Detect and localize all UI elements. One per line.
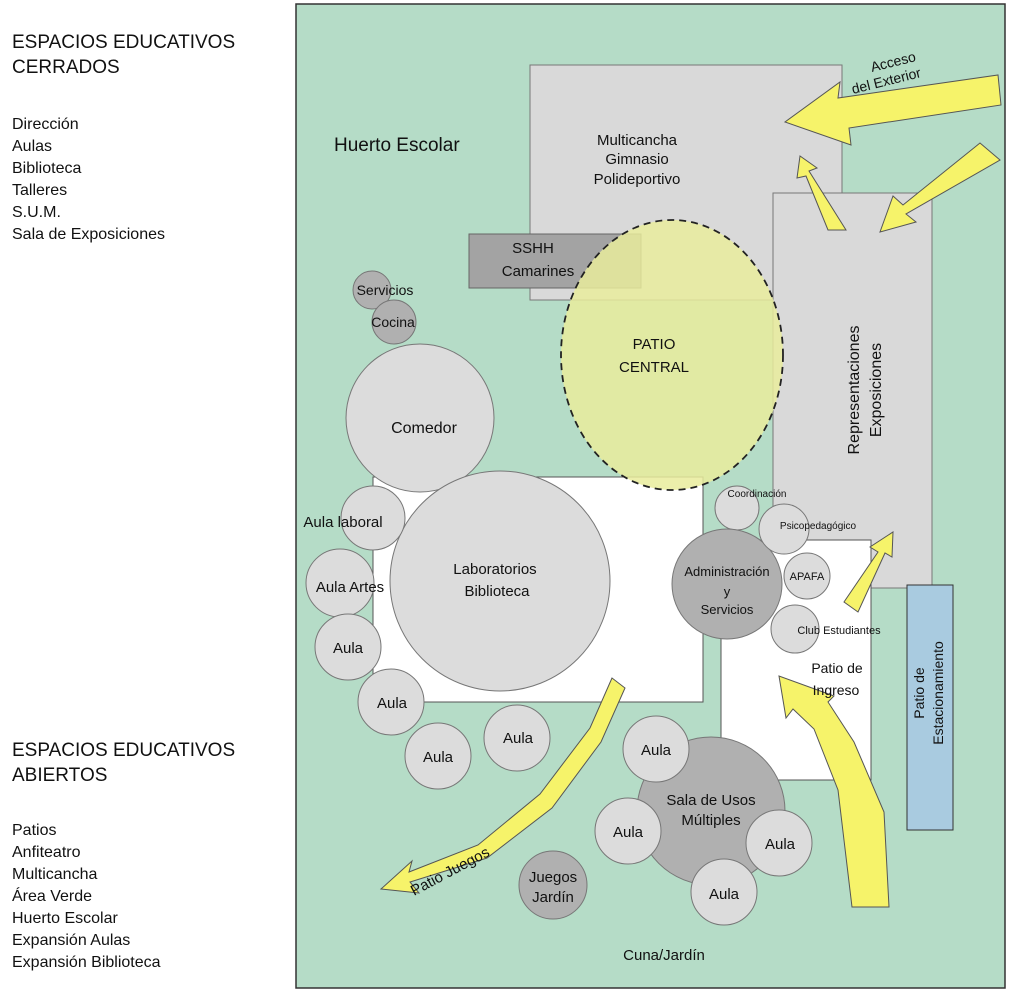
- closed-spaces-title: ESPACIOS EDUCATIVOS CERRADOS: [12, 30, 235, 80]
- list-item: Talleres: [12, 182, 68, 199]
- aula-label: Aula: [613, 824, 644, 841]
- sshh-label: SSHH: [512, 240, 554, 257]
- camarines-label: Camarines: [502, 263, 575, 280]
- ingreso-arrow-icon: [843, 531, 894, 613]
- juegos-jardin-circle: [518, 850, 588, 920]
- laboratorios-label: Laboratorios: [453, 561, 536, 578]
- patio-juegos-arrow-icon: [379, 677, 626, 894]
- multicancha-label: Multicancha: [597, 132, 678, 149]
- apafa-circle: [783, 552, 831, 600]
- servicios-label: Servicios: [357, 282, 414, 298]
- aula-label: Aula: [641, 742, 672, 759]
- estacionamiento-label: Patio de: [911, 667, 927, 719]
- jardin-label: Jardín: [532, 889, 574, 906]
- open-spaces-list: Patios Anfiteatro Multicancha Área Verde…: [12, 820, 161, 974]
- patio-central-label: PATIO: [633, 336, 676, 353]
- aula-circle: [483, 704, 551, 772]
- aula-label: Aula: [709, 886, 740, 903]
- apafa-label: APAFA: [790, 571, 825, 583]
- aula-artes-label: Aula Artes: [316, 579, 384, 596]
- biblioteca-label: Biblioteca: [464, 583, 530, 600]
- administracion-y-label: y: [724, 584, 731, 599]
- aula-laboral-circle: [340, 485, 406, 551]
- psicopedagogico-label: Psicopedagógico: [780, 521, 857, 532]
- list-item: Área Verde: [12, 888, 93, 905]
- comedor-label: Comedor: [391, 420, 457, 437]
- list-item: Dirección: [12, 116, 79, 133]
- club-estudiantes-circle: [770, 604, 820, 654]
- coordinacion-label: Coordinación: [728, 489, 787, 500]
- patio-central: [560, 219, 784, 491]
- entrance-arrow-icon: [778, 675, 890, 908]
- psicopedagogico-circle: [758, 503, 810, 555]
- closed-spaces-title-line1: ESPACIOS EDUCATIVOS: [12, 32, 236, 53]
- servicios-circle: [352, 270, 392, 310]
- aula-label: Aula: [377, 695, 408, 712]
- list-item: Patios: [12, 822, 57, 839]
- patio-ingreso-label: Ingreso: [813, 682, 860, 698]
- aula-circle: [314, 613, 382, 681]
- list-item: Anfiteatro: [12, 844, 81, 861]
- exposiciones-label: Exposiciones: [868, 343, 885, 437]
- cocina-circle: [371, 299, 417, 345]
- aula-laboral-label: Aula laboral: [303, 514, 382, 531]
- administracion-label: Administración: [684, 564, 769, 579]
- aula-circle: [745, 809, 813, 877]
- aula-label: Aula: [765, 836, 796, 853]
- aula-circle: [690, 858, 758, 926]
- comedor-circle: [345, 343, 495, 493]
- cocina-label: Cocina: [371, 314, 415, 330]
- sum-label: Múltiples: [681, 812, 740, 829]
- access-arrow-icon: [879, 142, 1001, 233]
- open-spaces-title: ESPACIOS EDUCATIVOS ABIERTOS: [12, 738, 235, 788]
- list-item: Sala de Exposiciones: [12, 226, 165, 243]
- aula-circle: [404, 722, 472, 790]
- gimnasio-label: Gimnasio: [605, 151, 668, 168]
- list-item: Multicancha: [12, 866, 98, 883]
- list-item: Biblioteca: [12, 160, 82, 177]
- estacionamiento-label: Estacionamiento: [930, 641, 946, 745]
- laboratorios-circle: [389, 470, 611, 692]
- aula-circle: [357, 668, 425, 736]
- aula-circle: [622, 715, 690, 783]
- administracion-circle: [671, 528, 783, 640]
- representaciones-label: Representaciones: [846, 326, 863, 455]
- aula-label: Aula: [423, 749, 454, 766]
- aula-label: Aula: [333, 640, 364, 657]
- aula-circle: [594, 797, 662, 865]
- aula-label: Aula: [503, 730, 534, 747]
- patio-ingreso-label: Patio de: [811, 660, 863, 676]
- list-item: Huerto Escolar: [12, 910, 118, 927]
- closed-spaces-title-line2: CERRADOS: [12, 57, 120, 78]
- list-item: Expansión Biblioteca: [12, 954, 161, 971]
- open-spaces-title-line2: ABIERTOS: [12, 765, 108, 786]
- polideportivo-label: Polideportivo: [594, 171, 681, 188]
- servicios-admin-label: Servicios: [701, 602, 754, 617]
- huerto-escolar-label: Huerto Escolar: [334, 135, 460, 156]
- list-item: Expansión Aulas: [12, 932, 131, 949]
- juegos-label: Juegos: [529, 869, 577, 886]
- closed-spaces-list: Dirección Aulas Biblioteca Talleres S.U.…: [12, 114, 165, 246]
- list-item: S.U.M.: [12, 204, 61, 221]
- club-estudiantes-label: Club Estudiantes: [797, 625, 881, 637]
- sum-label: Sala de Usos: [666, 792, 755, 809]
- patio-central-label: CENTRAL: [619, 359, 689, 376]
- access-arrow-icon: [796, 155, 847, 231]
- open-spaces-title-line1: ESPACIOS EDUCATIVOS: [12, 740, 236, 761]
- list-item: Aulas: [12, 138, 53, 155]
- acceso-arrow-icon: [783, 74, 1002, 146]
- cuna-jardin-label: Cuna/Jardín: [623, 947, 705, 964]
- estacionamiento-block: [906, 584, 954, 831]
